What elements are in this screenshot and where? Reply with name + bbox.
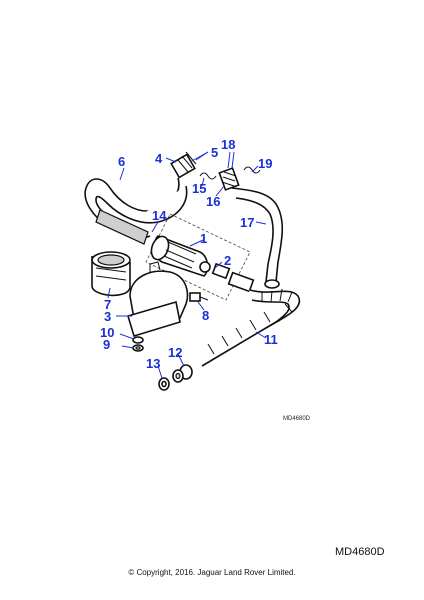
- callout-11: 11: [264, 332, 278, 347]
- callout-19: 19: [258, 156, 272, 171]
- callout-5: 5: [211, 145, 218, 160]
- callout-16: 16: [206, 194, 220, 209]
- callout-7: 7: [104, 297, 111, 312]
- washer-13: [158, 377, 170, 391]
- connector-16: [218, 167, 240, 191]
- hose-17: [231, 187, 284, 289]
- callout-15: 15: [192, 181, 206, 196]
- diagram-ref-small: MD4680D: [283, 416, 311, 422]
- callout-18: 18: [221, 137, 235, 152]
- connector-12: [172, 364, 193, 383]
- callout-1: 1: [200, 231, 207, 246]
- bracket-3: [127, 261, 189, 337]
- callout-17: 17: [240, 215, 254, 230]
- callout-4: 4: [155, 151, 163, 166]
- callout-6: 6: [118, 154, 125, 169]
- callout-8: 8: [202, 308, 209, 323]
- callout-13: 13: [146, 356, 160, 371]
- fuel-pump-1: [145, 213, 251, 301]
- washer-10: [132, 336, 144, 344]
- union-2: [211, 262, 255, 293]
- hose-6: [84, 177, 188, 245]
- copyright-notice: © Copyright, 2016. Jaguar Land Rover Lim…: [128, 568, 296, 577]
- nut-9: [132, 344, 144, 352]
- callout-3: 3: [104, 309, 111, 324]
- callout-leaders: [107, 151, 267, 379]
- callout-12: 12: [168, 345, 182, 360]
- hose-11: [201, 288, 301, 367]
- callout-10: 10: [100, 325, 114, 340]
- clip-15: [199, 172, 217, 180]
- callout-14: 14: [152, 208, 167, 223]
- connector-4: [170, 151, 197, 179]
- bolt-8: [189, 292, 209, 302]
- clip-19: [243, 166, 261, 174]
- callout-2: 2: [224, 253, 231, 268]
- callout-9: 9: [103, 337, 110, 352]
- canister-7: [91, 251, 131, 297]
- diagram-ref-code: MD4680D: [335, 546, 385, 558]
